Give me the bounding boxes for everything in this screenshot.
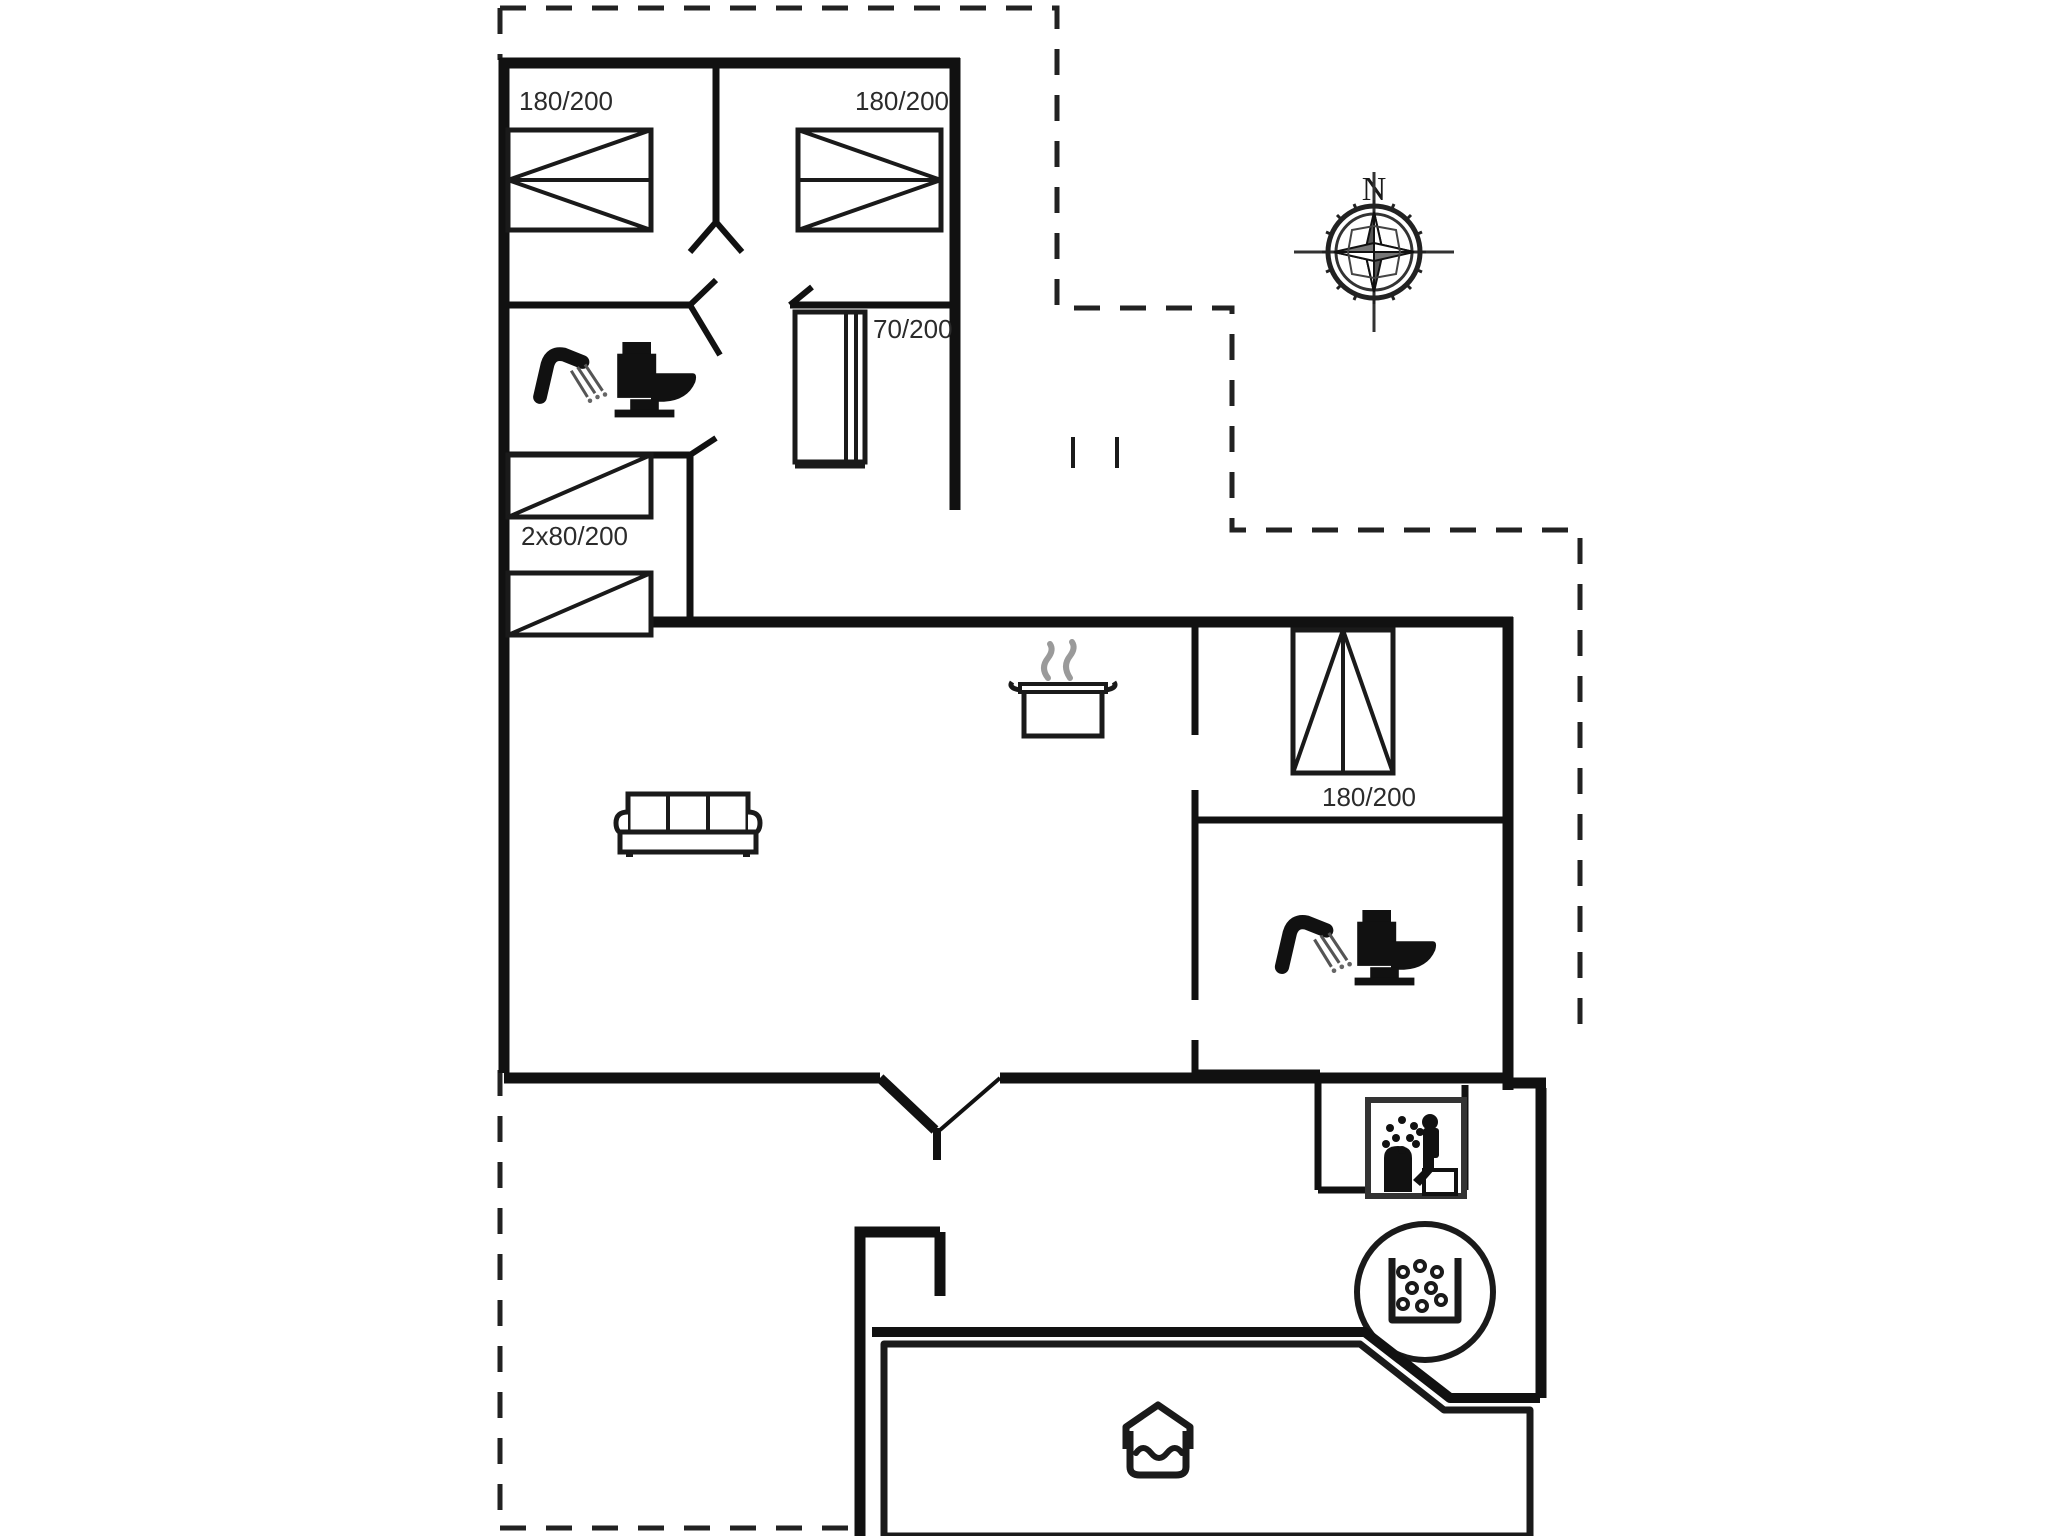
pool-basin <box>872 1327 1540 1536</box>
dimension-label-bed-nw: 180/200 <box>519 86 613 116</box>
bed-narrow-70 <box>792 309 868 469</box>
terrace-outline <box>497 5 1583 1531</box>
bed-twin-upper <box>505 452 654 520</box>
dimension-label-bed-east: 180/200 <box>1322 782 1416 812</box>
toilet-icon <box>1354 910 1437 986</box>
whirlpool-icon <box>1354 1221 1496 1363</box>
bed-north-east <box>795 127 944 233</box>
swimming-pool-icon <box>1122 1401 1194 1479</box>
dimension-label-twin-beds: 2x80/200 <box>521 521 628 551</box>
pool-room-right-wall <box>1508 1077 1547 1398</box>
toilet-icon <box>614 342 697 418</box>
terrace-paving-marks <box>1071 437 1119 468</box>
dimension-label-bed-narrow: 70/200 <box>873 314 953 344</box>
sauna-icon <box>1365 1097 1467 1199</box>
cooking-pot-icon <box>1008 639 1118 739</box>
pool-room-walls <box>854 1226 946 1536</box>
exterior-walls <box>498 57 1514 1090</box>
dimension-label-bed-ne: 180/200 <box>855 86 949 116</box>
bed-north-west <box>505 127 654 233</box>
bed-twin-lower <box>505 570 654 638</box>
shower-icon <box>1274 915 1352 974</box>
compass-rose: N <box>1294 171 1454 332</box>
shower-icon <box>533 347 608 404</box>
bed-east <box>1290 627 1396 776</box>
door-swings-north[interactable] <box>687 220 814 500</box>
entrance-doors[interactable] <box>876 1074 1002 1160</box>
sofa-icon <box>613 791 763 857</box>
